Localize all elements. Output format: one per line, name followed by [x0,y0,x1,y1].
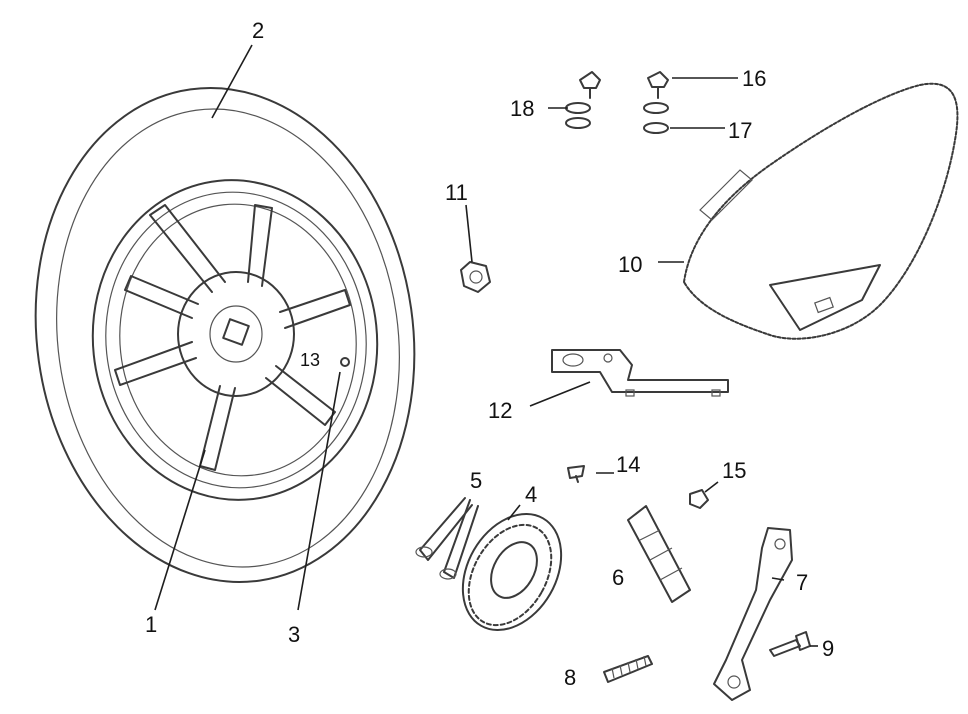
callout-3: 3 [288,622,300,647]
leader-lines [154,44,818,647]
callout-2: 2 [252,18,264,43]
seat-lock [627,505,691,603]
wheel-rim [91,179,379,501]
seat-latch [713,527,793,701]
rim-screw [340,357,350,367]
callout-16: 16 [742,66,766,91]
callout-7: 7 [796,570,808,595]
callout-11: 11 [445,180,468,205]
bolt-left [565,71,601,129]
spring-clip [415,497,479,580]
callout-5: 5 [470,468,482,493]
wheel-spokes [114,204,351,471]
callout-12: 12 [488,398,512,423]
latch-spring [603,655,653,683]
callout-18: 18 [510,96,534,121]
callout-9: 9 [822,636,834,661]
callout-4: 4 [525,482,537,507]
bolt-right [643,71,669,134]
callout-10: 10 [618,252,642,277]
latch-screw [769,631,811,657]
nut [460,261,491,293]
callout-6: 6 [612,565,624,590]
callout-8: 8 [564,665,576,690]
small-nut [689,489,709,509]
callout-15: 15 [722,458,746,483]
callout-17: 17 [728,118,752,143]
damper-ring [461,512,563,632]
seat-cover [683,82,959,340]
tire [34,87,416,583]
callout-13: 13 [300,350,320,370]
callout-1: 1 [145,612,157,637]
wheel-hub [177,271,295,397]
callout-14: 14 [616,452,640,477]
mounting-bracket [551,349,729,397]
small-bolt [567,465,585,483]
